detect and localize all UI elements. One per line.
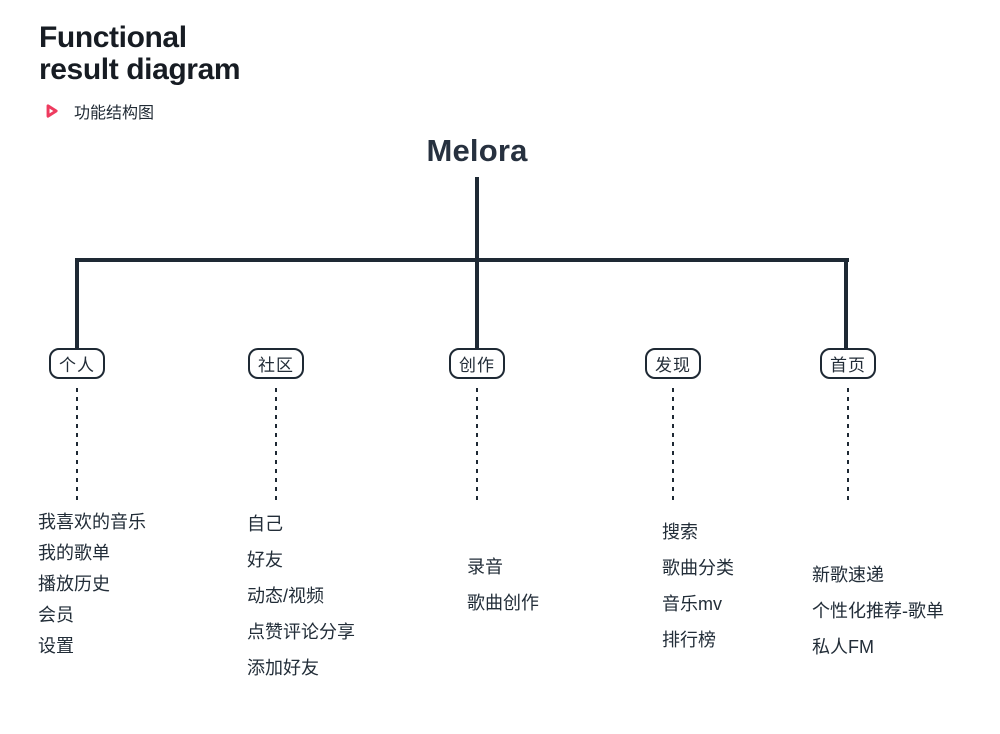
page-title: Functional result diagram [39,21,241,86]
branch-node-personal: 个人 [49,348,105,379]
branch-list-personal: 我喜欢的音乐我的歌单播放历史会员设置 [38,507,146,662]
list-item: 动态/视频 [247,586,325,606]
root-node-melora: Melora [426,133,528,168]
connector-line-root-to-creation [475,177,479,349]
branch-bus-line [75,258,849,262]
list-item: 歌曲分类 [662,558,734,578]
branch-node-creation: 创作 [449,348,505,379]
branch-list-home: 新歌速递个性化推荐-歌单私人FM [812,557,944,665]
list-item: 排行榜 [662,630,716,650]
branch-list-community: 自己好友动态/视频点赞评论分享添加好友 [247,506,355,686]
branch-list-creation: 录音歌曲创作 [467,549,539,621]
branch-node-home: 首页 [820,348,876,379]
list-item: 添加好友 [247,658,319,678]
list-item: 歌曲创作 [467,593,539,613]
branch-node-community: 社区 [248,348,304,379]
list-item: 会员 [38,605,74,625]
page-title-line1: Functional [39,21,187,54]
list-item: 私人FM [812,637,874,657]
connector-line-personal [75,258,79,349]
list-item: 点赞评论分享 [247,622,355,642]
dashed-line-discover [672,388,674,505]
list-item: 播放历史 [38,574,110,594]
list-item: 个性化推荐-歌单 [812,601,944,621]
list-item: 好友 [247,550,283,570]
list-item: 音乐mv [662,594,722,614]
list-item: 录音 [467,557,503,577]
diagram-subtitle: 功能结构图 [40,99,154,123]
branch-node-discover: 发现 [645,348,701,379]
list-item: 新歌速递 [812,565,884,585]
connector-line-home [844,258,848,349]
play-icon [40,99,63,123]
dashed-line-personal [76,388,78,505]
list-item: 自己 [247,514,283,534]
dashed-line-home [847,388,849,505]
dashed-line-creation [476,388,478,505]
list-item: 设置 [38,636,74,656]
list-item: 搜索 [662,522,698,542]
page-title-line2: result diagram [39,53,241,86]
branch-list-discover: 搜索歌曲分类音乐mv 排行榜 [662,514,734,658]
list-item: 我的歌单 [38,543,110,563]
subtitle-label: 功能结构图 [74,105,155,122]
list-item: 我喜欢的音乐 [38,512,146,532]
dashed-line-community [275,388,277,505]
